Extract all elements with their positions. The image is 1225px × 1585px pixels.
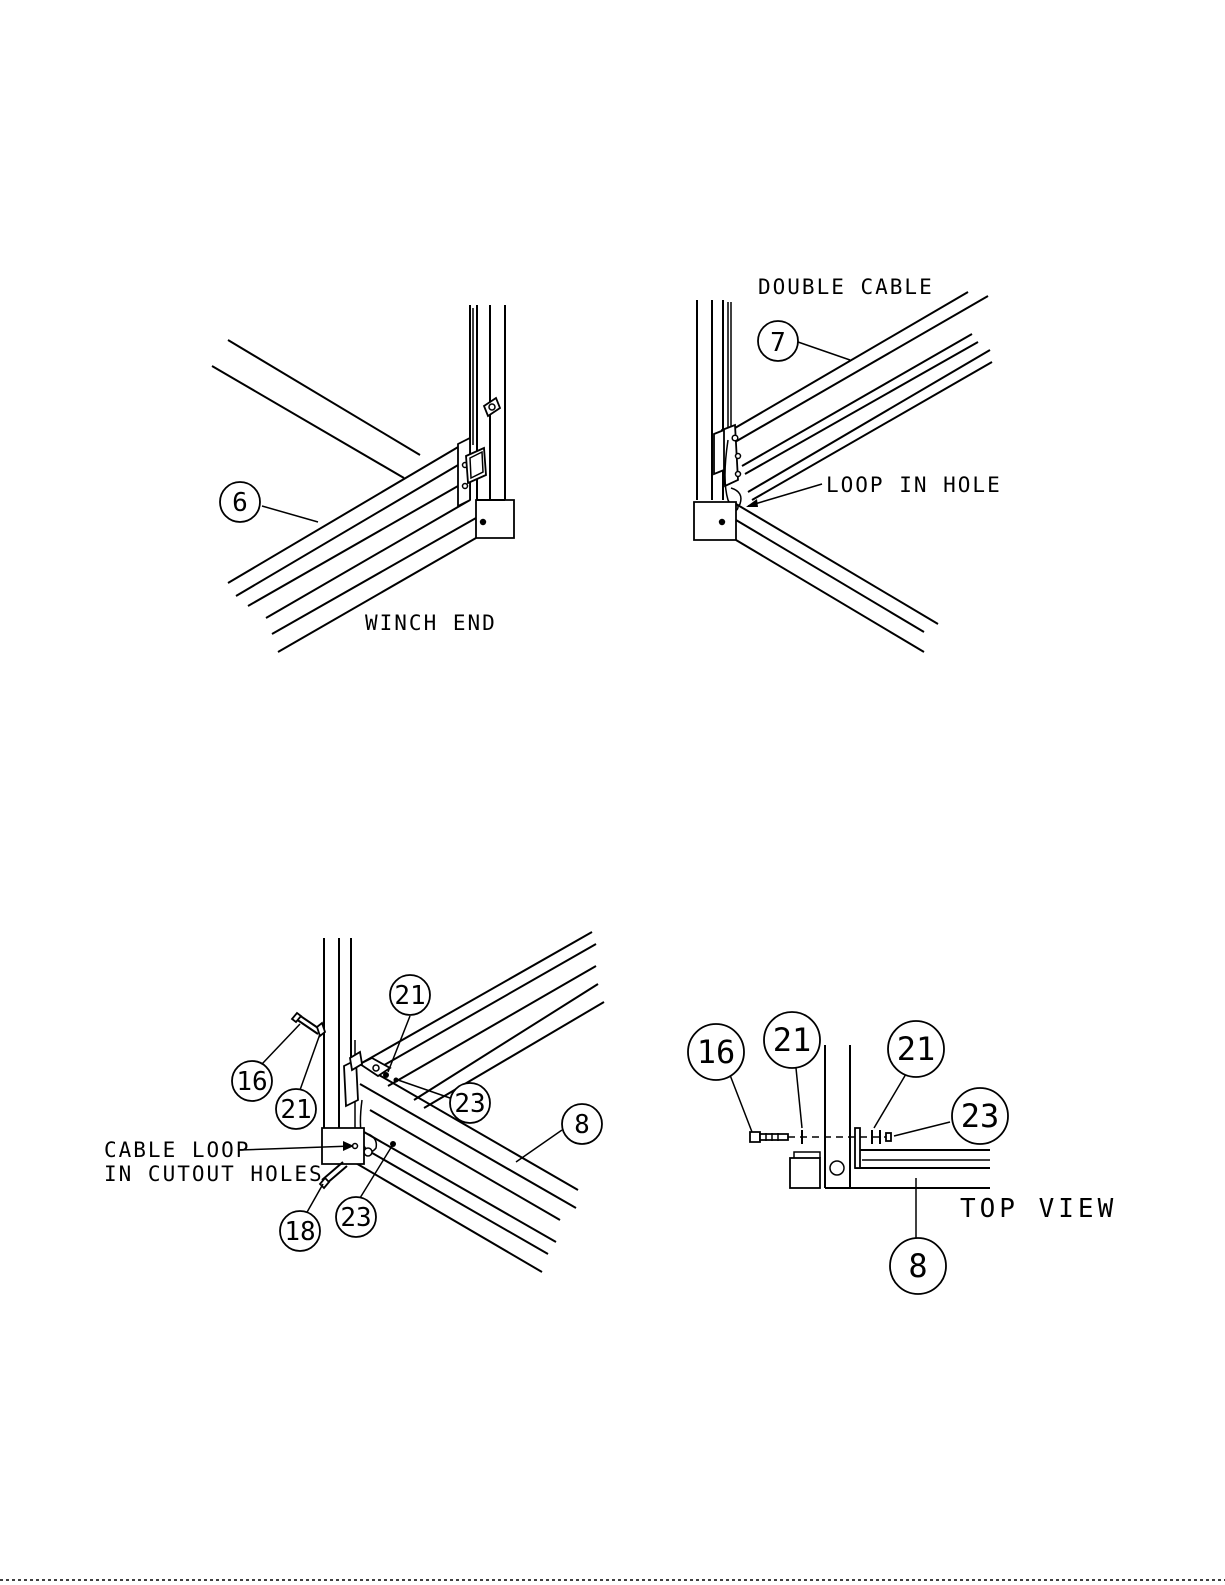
callout-21: 21 — [897, 1030, 936, 1068]
top-view: 16 21 21 23 8 TOP VIEW — [688, 1012, 1117, 1294]
leader-line — [798, 342, 850, 360]
callout-16: 16 — [697, 1033, 736, 1071]
winch-end-caption: WINCH END — [365, 611, 497, 635]
top-view-caption: TOP VIEW — [960, 1194, 1117, 1224]
bolt-16-head — [750, 1132, 760, 1142]
leader-line — [300, 1034, 320, 1090]
leader-line — [874, 1074, 906, 1128]
loop-in-hole-note: LOOP IN HOLE — [826, 473, 1002, 497]
leader-line — [796, 1068, 802, 1128]
callout-8: 8 — [574, 1110, 590, 1140]
bolt-18 — [320, 1162, 347, 1188]
double-cable-view: 7 LOOP IN HOLE DOUBLE CABLE — [694, 275, 1002, 652]
bolt-16 — [292, 1013, 321, 1034]
angle-bracket — [855, 1128, 860, 1168]
callout-8: 8 — [908, 1247, 927, 1285]
leader-line — [306, 1184, 323, 1214]
side-rail-edge — [228, 340, 420, 455]
callout-21: 21 — [280, 1095, 311, 1125]
callout-6: 6 — [232, 488, 248, 518]
leader-line — [516, 1130, 562, 1162]
cable-loop-view: 21 16 21 23 8 18 23 CABLE LOOP IN CUTOUT… — [104, 932, 604, 1272]
leader-line — [388, 1016, 410, 1072]
base-foot — [694, 502, 736, 540]
front-rail-edge — [236, 458, 470, 596]
callout-7: 7 — [770, 328, 786, 358]
bracket — [714, 430, 724, 474]
cable-loop-note-line2: IN CUTOUT HOLES — [104, 1162, 324, 1186]
callout-23: 23 — [340, 1203, 371, 1233]
leader-line — [894, 1122, 950, 1136]
bolt-16-shank — [760, 1134, 788, 1140]
callout-23: 23 — [961, 1097, 1000, 1135]
callout-18: 18 — [284, 1217, 315, 1247]
leader-line — [262, 1024, 300, 1064]
leader-line — [730, 1075, 752, 1132]
callout-23: 23 — [454, 1089, 485, 1119]
double-cable-caption: DOUBLE CABLE — [758, 275, 934, 299]
cable-loop-note-line1: CABLE LOOP — [104, 1138, 250, 1162]
winch-end-view: 6 WINCH END — [212, 305, 514, 652]
side-rail-edge — [212, 366, 404, 478]
callout-16: 16 — [236, 1067, 267, 1097]
callout-21: 21 — [773, 1021, 812, 1059]
base-foot — [476, 500, 514, 538]
leader-line — [262, 506, 318, 522]
callout-21: 21 — [394, 981, 425, 1011]
foot-square — [790, 1158, 820, 1188]
nut-23 — [886, 1133, 891, 1141]
